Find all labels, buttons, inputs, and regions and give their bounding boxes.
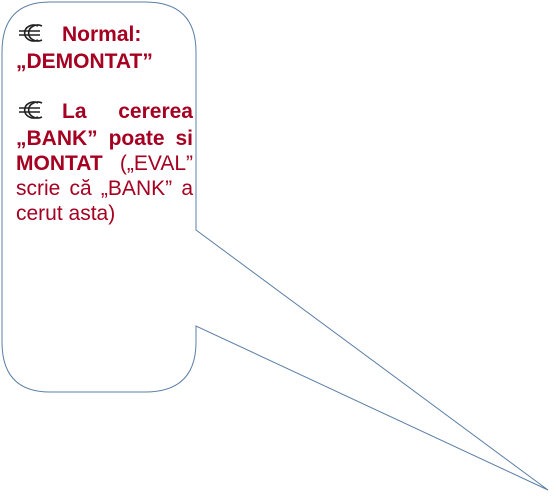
callout-item-bold-text: Normal: „DEMONTAT” xyxy=(16,23,153,73)
callout-item-normal: Normal: „DEMONTAT” xyxy=(16,22,193,74)
callout-item-note-text: („EVAL” scrie că „BANK” a cerut asta) xyxy=(16,152,193,225)
euro-sign-icon xyxy=(16,23,46,49)
euro-sign-icon xyxy=(16,100,46,126)
callout-item-bank: La cererea „BANK” poate si MONTAT („EVAL… xyxy=(16,99,193,226)
callout-text-box: Normal: „DEMONTAT” La cererea „BANK” poa… xyxy=(16,22,193,226)
callout-item-bold-text: La cererea „BANK” poate si MONTAT xyxy=(16,100,193,175)
